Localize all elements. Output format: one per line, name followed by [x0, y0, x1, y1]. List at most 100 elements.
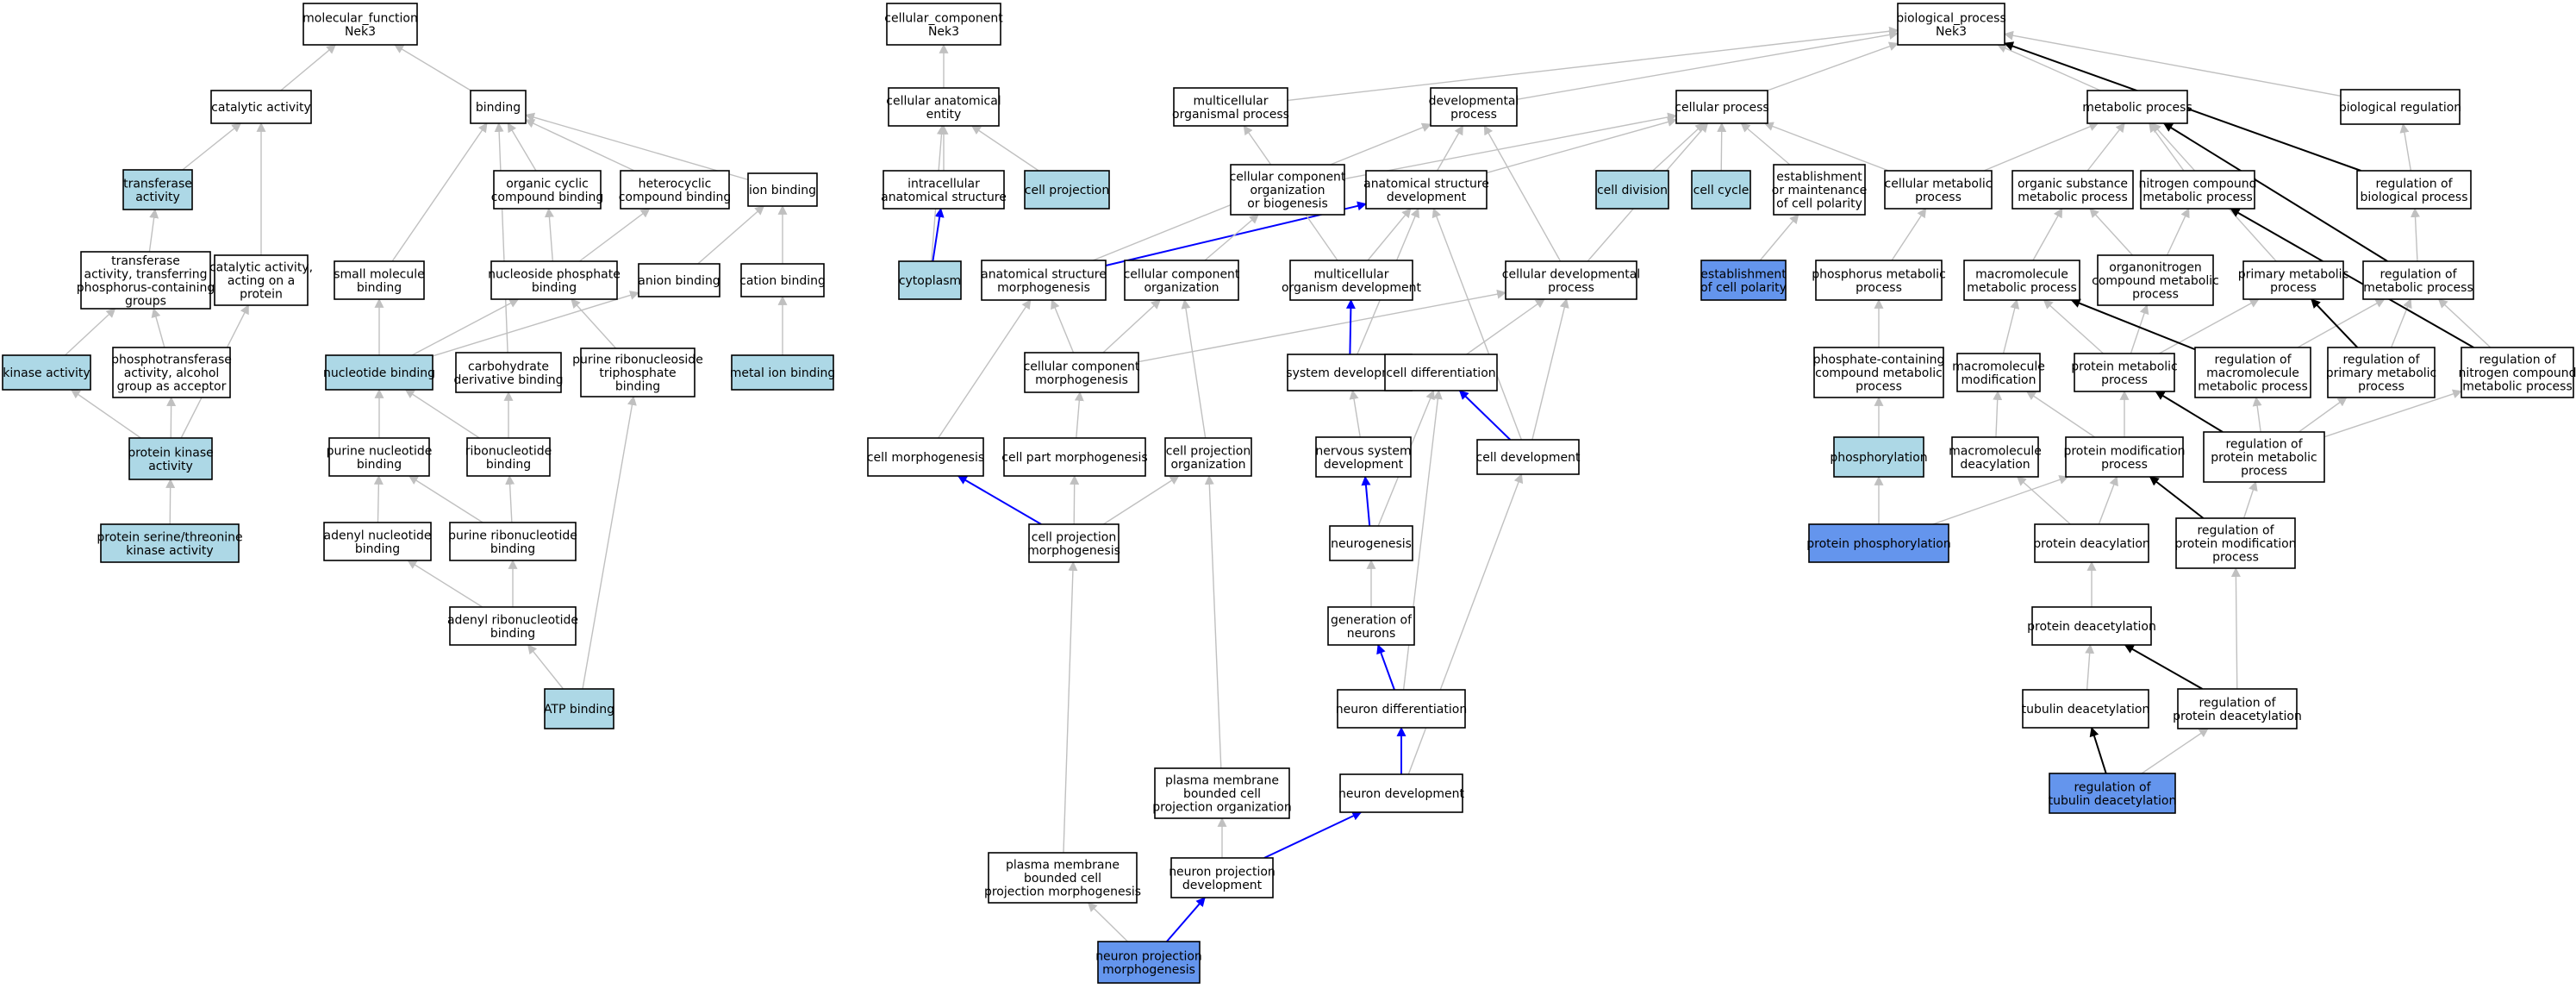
go-term-node-cytoplasm[interactable]: cytoplasm — [898, 260, 962, 300]
go-term-node-anion[interactable]: anion binding — [638, 263, 720, 297]
go-term-node-neurogen[interactable]: neurogenesis — [1329, 525, 1413, 561]
go-term-node-protphos[interactable]: protein phosphorylation — [1806, 523, 1951, 563]
go-term-node-celldiff[interactable]: cell differentiation — [1384, 354, 1498, 391]
go-term-node-catalytic[interactable]: catalytic activity — [210, 90, 312, 124]
go-term-node-cellcycle[interactable]: cell cycle — [1691, 170, 1751, 210]
edge-cellmetab-to-cellproc — [1763, 122, 1889, 172]
go-term-node-metalion[interactable]: metal ion binding — [730, 354, 836, 391]
go-term-node-cellproj[interactable]: cell projection — [1024, 170, 1110, 210]
edge-tphos-to-transferase — [148, 208, 159, 253]
go-term-node-protdeacet[interactable]: protein deacetylation — [2027, 606, 2156, 646]
go-term-node-cation[interactable]: cation binding — [739, 263, 826, 297]
go-term-node-phosph[interactable]: phosphorylation — [1830, 436, 1928, 478]
go-term-label-line: organism development — [1282, 281, 1422, 295]
go-term-node-celldiv[interactable]: cell division — [1595, 170, 1669, 210]
go-term-box — [1808, 523, 1949, 563]
go-term-node-tubdeac[interactable]: tubulin deacetylation — [2022, 689, 2150, 729]
edge-adenyl-to-purnuc — [373, 474, 384, 523]
go-term-node-bioreg[interactable]: biological regulation — [2339, 89, 2461, 125]
go-term-node-binding[interactable]: binding — [470, 90, 527, 124]
go-term-node-atp[interactable]: ATP binding — [544, 688, 614, 729]
go-term-label-line: cell projection — [1032, 530, 1116, 544]
go-term-label-line: purine ribonucleotide — [448, 529, 577, 542]
edge-estabpol-to-estab — [1759, 214, 1799, 261]
go-term-node-neurdev[interactable]: neuron development — [1338, 773, 1465, 813]
go-term-node-neurdiff[interactable]: neuron differentiation — [1336, 689, 1467, 729]
go-term-node-kinase[interactable]: kinase activity — [2, 354, 91, 391]
go-term-node-metab[interactable]: metabolic process — [2082, 90, 2192, 124]
go-term-label-line: metabolic process — [2198, 380, 2308, 394]
edge-binding-to-mf — [394, 44, 471, 91]
go-term-node-cpm[interactable]: cell part morphogenesis — [1001, 437, 1148, 477]
go-term-node-nucleotide[interactable]: nucleotide binding — [323, 354, 435, 391]
go-term-node-cellmorph[interactable]: cell morphogenesis — [867, 437, 984, 477]
go-term-node-protdeacyl[interactable]: protein deacylation — [2033, 523, 2150, 563]
go-term-node-cellproc[interactable]: cellular process — [1675, 90, 1769, 124]
go-term-node-ion[interactable]: ion binding — [747, 172, 818, 207]
go-term-node-celldev[interactable]: cell development — [1476, 439, 1581, 475]
